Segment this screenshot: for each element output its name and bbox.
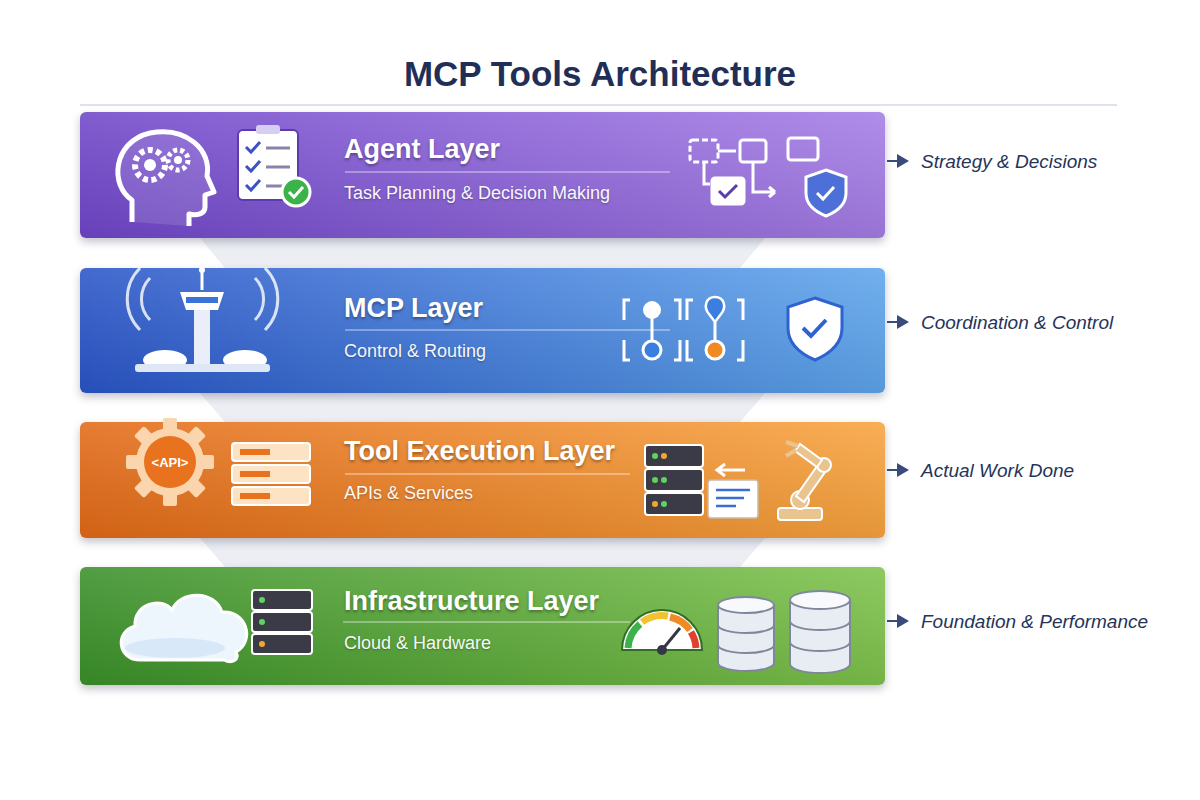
layer-band: MCP LayerControl & Routing — [80, 268, 885, 393]
layer-role: Actual Work Done — [921, 461, 1074, 480]
layer-joint — [200, 538, 765, 567]
layer-role: Coordination & Control — [921, 313, 1113, 332]
side-arrow — [887, 160, 898, 162]
layer-title: MCP Layer — [344, 295, 483, 322]
layer-band: Infrastructure LayerCloud & Hardware — [80, 567, 885, 685]
band-rule — [343, 172, 670, 622]
diagram-title: MCP Tools Architecture — [0, 56, 1200, 91]
side-arrow — [897, 614, 909, 628]
layer-subtitle: APIs & Services — [344, 484, 473, 502]
side-arrow — [897, 154, 909, 168]
layer-title: Agent Layer — [344, 136, 500, 163]
api-tag: <API> — [152, 456, 189, 469]
side-arrow — [897, 315, 909, 329]
layer-band: Tool Execution LayerAPIs & Services — [80, 422, 885, 538]
side-arrow — [887, 469, 898, 471]
side-arrow — [887, 321, 898, 323]
layer-role: Strategy & Decisions — [921, 152, 1097, 171]
layer-band: Agent LayerTask Planning & Decision Maki… — [80, 112, 885, 238]
side-arrow — [897, 463, 909, 477]
layer-joint — [200, 393, 765, 422]
layer-subtitle: Task Planning & Decision Making — [344, 184, 610, 202]
layer-subtitle: Control & Routing — [344, 342, 486, 360]
side-arrow — [887, 154, 909, 628]
title-rule — [80, 104, 1117, 106]
layer-title: Infrastructure Layer — [344, 588, 599, 615]
layer-subtitle: Cloud & Hardware — [344, 634, 491, 652]
layer-role: Foundation & Performance — [921, 612, 1148, 631]
side-arrow — [887, 620, 898, 622]
layer-title: Tool Execution Layer — [344, 438, 615, 465]
layer-joint — [200, 238, 765, 268]
